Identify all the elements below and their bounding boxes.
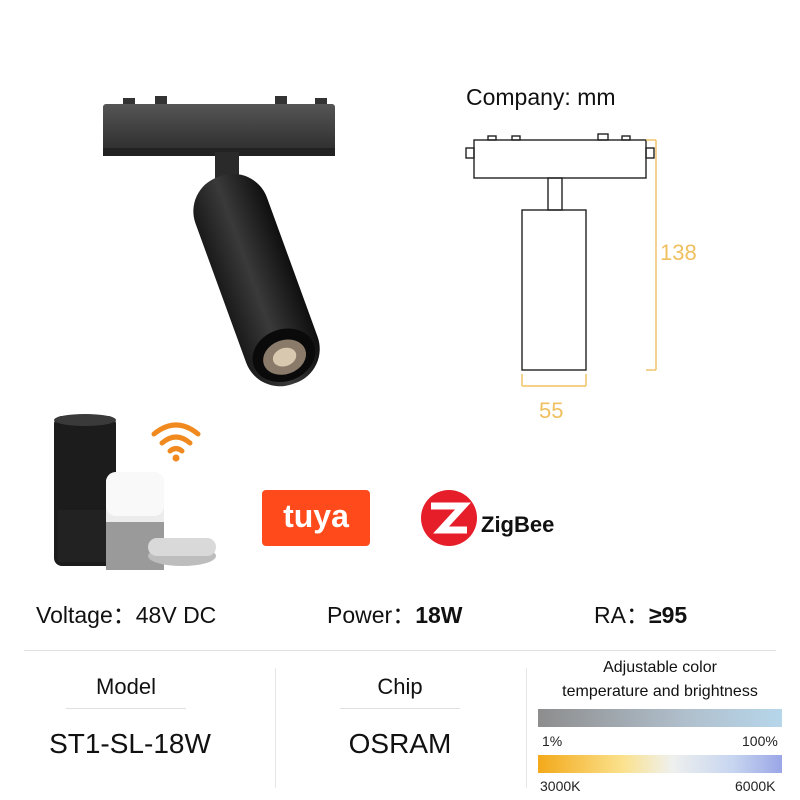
brightness-gradient-bar [538, 709, 782, 727]
adjustable-title: Adjustable color temperature and brightn… [530, 656, 790, 704]
ra-value: ≥95 [648, 602, 688, 628]
height-dimension: 138 [660, 240, 697, 265]
temp-min-label: 3000K [540, 778, 581, 794]
voltage-value: 48V DC [135, 602, 217, 628]
power-value: 18W [415, 602, 463, 628]
brightness-max-label: 100% [742, 733, 778, 749]
model-value: ST1-SL-18W [49, 728, 211, 759]
voltage-label: Voltage： [36, 602, 136, 628]
power-label: Power： [327, 602, 416, 628]
smart-speakers-image [54, 414, 216, 570]
adjustable-title-line1: Adjustable color [603, 659, 717, 676]
wifi-icon [151, 422, 201, 462]
divider [24, 650, 776, 651]
column-divider [275, 668, 276, 788]
model-label: Model [96, 674, 156, 699]
chip-value: OSRAM [348, 728, 452, 759]
temp-max-label: 6000K [735, 778, 776, 794]
zigbee-label: ZigBee [481, 512, 555, 537]
ra-spec: RA：≥95 [594, 596, 687, 630]
color-temperature-gradient-bar [538, 755, 782, 773]
tuya-logo: tuya [262, 490, 370, 546]
width-dimension: 55 [539, 398, 564, 423]
chip-underline [340, 708, 460, 709]
column-divider [526, 668, 527, 788]
brightness-min-label: 1% [542, 733, 563, 749]
power-spec: Power：18W [327, 596, 463, 630]
track-light-product-image [103, 96, 335, 387]
tuya-logo-text: tuya [283, 498, 349, 534]
dimension-drawing [465, 133, 657, 387]
chip-label: Chip [377, 674, 423, 699]
zigbee-logo-icon [421, 490, 477, 546]
model-underline [66, 708, 186, 709]
dimension-title: Company: mm [466, 84, 616, 110]
adjustable-title-line2: temperature and brightness [562, 683, 758, 700]
ra-label: RA： [594, 602, 649, 628]
voltage-spec: Voltage：48V DC [36, 596, 216, 630]
